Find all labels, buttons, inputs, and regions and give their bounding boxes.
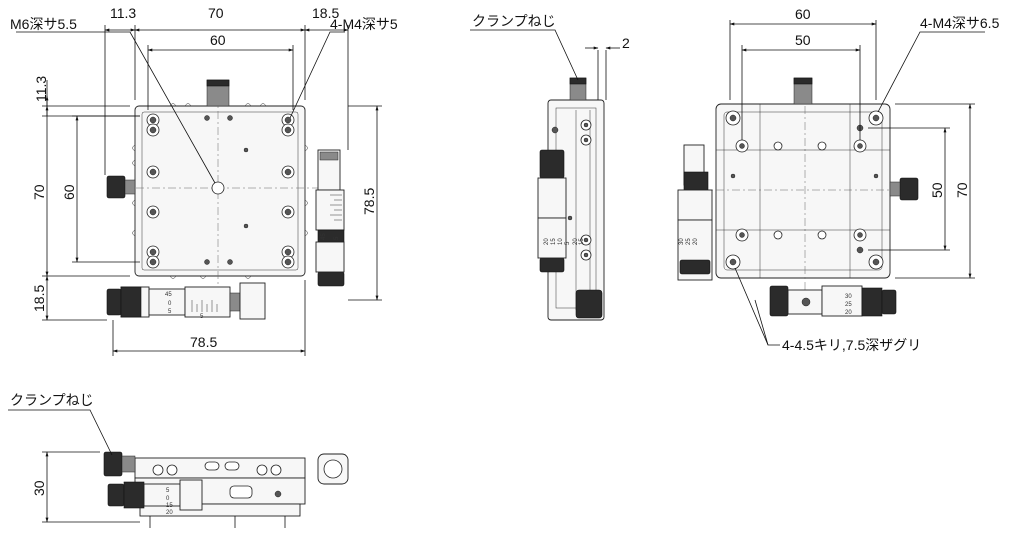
bottom-label-m4: 4-M4深サ6.5 [920, 15, 1000, 31]
bottom-dim-50-top: 50 [795, 32, 811, 48]
scale-mark: 15 [579, 238, 585, 245]
dim-70-left: 70 [31, 184, 47, 200]
scale-mark: 5 [334, 236, 340, 240]
bottom-label-holes: 4-4.5キリ,7.5深ザグリ [782, 337, 921, 353]
bottom-holes [725, 110, 884, 270]
front-clamp-knob [103, 451, 123, 477]
scale-mark: 45 [165, 292, 172, 298]
scale-mark: 10 [558, 238, 564, 245]
x-micrometer: 45 0 5 5 [106, 282, 266, 320]
scale-mark: 20 [845, 310, 852, 316]
top-view: 45 5 45 0 5 5 [10, 5, 398, 356]
scale-mark: 20 [166, 510, 173, 516]
scale-mark: 5 [166, 488, 170, 494]
label-m4-depth: 4-M4深サ5 [330, 16, 398, 32]
dim-60-top: 60 [210, 32, 226, 48]
scale-mark: 5 [200, 314, 204, 320]
dim-18-5-top: 18.5 [312, 5, 339, 21]
front-label-clamp: クランプねじ [10, 392, 94, 408]
scale-mark: 30 [845, 294, 852, 300]
front-view: 5 0 15 20 クランプねじ 30 [8, 392, 349, 528]
dim-70-top: 70 [208, 5, 224, 21]
scale-mark: 5 [565, 241, 571, 245]
dim-78-5-right: 78.5 [361, 188, 377, 215]
scale-mark: 20 [544, 238, 550, 245]
mounting-holes [146, 113, 295, 269]
front-dim-30: 30 [31, 480, 47, 496]
dim-11-3-left: 11.3 [33, 76, 49, 102]
dim-60-left: 60 [61, 184, 77, 200]
dim-11-3-top: 11.3 [110, 5, 136, 21]
front-screws [152, 461, 282, 499]
m6-center-hole [211, 181, 225, 195]
side-dim-2: 2 [622, 35, 630, 51]
scale-mark: 30 [679, 238, 685, 245]
y-micrometer: 45 5 [315, 149, 345, 287]
scale-mark: 0 [166, 496, 170, 502]
scale-mark: 20 [693, 238, 699, 245]
scale-mark: 20 [573, 238, 579, 245]
scale-mark: 15 [551, 238, 557, 245]
bottom-dim-70-right: 70 [954, 182, 970, 198]
scale-mark: 5 [168, 309, 172, 315]
side-view: 20 15 10 5 20 15 クランプねじ 2 [470, 13, 630, 321]
side-holes [551, 119, 592, 261]
scale-mark: 45 [321, 233, 327, 240]
bottom-dim-50-right: 50 [929, 182, 945, 198]
left-clamp-knob [106, 175, 126, 199]
bottom-dim-60: 60 [795, 6, 811, 22]
scale-mark: 25 [845, 302, 852, 308]
scale-mark: 25 [686, 238, 692, 245]
bottom-view: 30 25 20 30 25 20 60 50 [677, 6, 1000, 353]
dim-18-5-left: 18.5 [31, 285, 47, 312]
dim-78-5-bottom: 78.5 [190, 334, 217, 350]
scale-mark: 0 [168, 301, 172, 307]
label-m6-depth: M6深サ5.5 [10, 16, 77, 32]
scale-mark: 15 [166, 503, 173, 509]
side-label-clamp: クランプねじ [472, 13, 556, 29]
